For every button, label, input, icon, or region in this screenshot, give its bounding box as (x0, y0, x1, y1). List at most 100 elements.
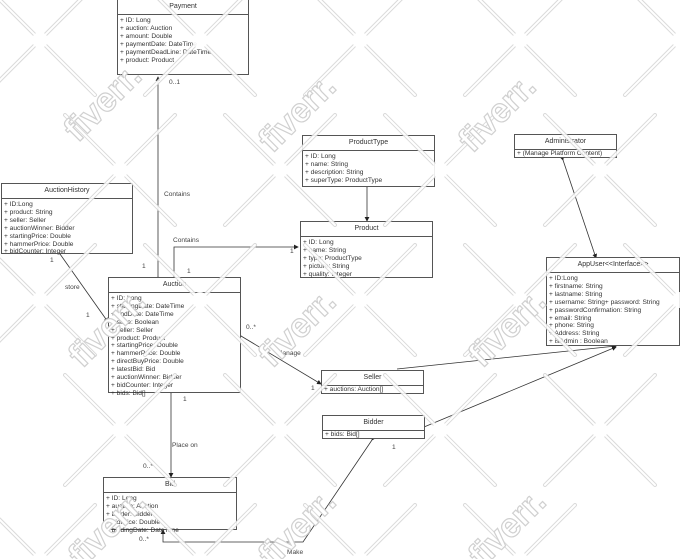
class-attributes: + auctions: Auction[] (322, 386, 423, 396)
multiplicity-label: 1 (187, 268, 191, 275)
attribute: + name: String (303, 246, 347, 254)
multiplicity-label: 1 (142, 263, 146, 270)
association-label: Contains (164, 191, 191, 198)
class-name: AppUser<<Interface>> (547, 258, 679, 273)
attribute: + bids: Bid[] (325, 431, 360, 438)
attribute: + ID: Long (303, 239, 334, 246)
attribute: + bids: Bid[] (111, 389, 146, 397)
attribute: + ID: Long (106, 495, 137, 502)
attribute: + type: ProductType (303, 254, 362, 262)
attribute: + auction: Auction (120, 24, 173, 32)
attribute: + isAdmin : Boolean (549, 338, 608, 346)
attribute: + ID: Long (111, 295, 142, 302)
class-attributes: + ID: Long + auction: Auction + amount: … (118, 15, 248, 66)
attribute: + auctionWinner: Bidder (4, 224, 75, 232)
class-name: Seller (322, 371, 423, 386)
association-label: Make (287, 549, 304, 556)
multiplicity-label: 0..* (143, 463, 153, 470)
attribute: + amount: Double (120, 32, 173, 40)
multiplicity-label: 0..1 (169, 79, 180, 86)
attribute: + (Manage Platform Content) (517, 150, 603, 157)
attribute: + quality: Integer (303, 270, 352, 278)
association-label: store (65, 284, 80, 291)
class-app-user[interactable]: AppUser<<Interface>> + ID:Long + firstna… (546, 257, 680, 346)
attribute: + latestBid: Bid (111, 366, 156, 374)
class-name: ProductType (303, 136, 434, 151)
class-administrator[interactable]: Administrator + (Manage Platform Content… (514, 134, 617, 158)
attribute: + paymentDate: DateTime (120, 40, 197, 48)
class-attributes: + ID: Long + auction: Auction + bidder: … (104, 493, 236, 537)
association-label: Contains (173, 237, 200, 244)
class-name: Auction (109, 278, 240, 293)
attribute: + product: Product (120, 56, 175, 64)
class-name: Bidder (323, 416, 424, 431)
attribute: + bidder: Bidder (106, 510, 153, 518)
attribute: + firstname: String (549, 282, 603, 290)
multiplicity-label: 1 (290, 248, 294, 255)
attribute: + seller: Seller (4, 216, 46, 224)
attribute: + lastname: String (549, 290, 603, 298)
multiplicity-label: 0..* (139, 536, 149, 543)
class-product-type[interactable]: ProductType + ID: Long + name: String + … (302, 135, 435, 187)
class-name: Payment (118, 0, 248, 15)
class-attributes: + (Manage Platform Content) (515, 150, 616, 160)
attribute: + description: String (305, 168, 364, 176)
attribute: + endDate: DateTime (111, 310, 174, 318)
multiplicity-label: 0..* (246, 324, 256, 331)
attribute: + product: String (4, 208, 53, 216)
class-name: Administrator (515, 135, 616, 150)
attribute: + email: String (549, 314, 592, 322)
attribute: + phone: String (549, 322, 594, 330)
multiplicity-label: 1 (392, 444, 396, 451)
association-label: Manage (277, 350, 301, 357)
attribute: + product: Product (111, 334, 166, 342)
attribute: + superType: ProductType (305, 176, 383, 184)
attribute: + startingDate: DateTime (111, 302, 185, 310)
attribute: + auction: Auction (106, 502, 159, 510)
attribute: + username: String+ password: String (549, 298, 660, 306)
multiplicity-label: 1 (50, 257, 54, 264)
multiplicity-label: 1 (183, 396, 187, 403)
class-product[interactable]: Product + ID: Long + name: String + type… (300, 221, 433, 278)
multiplicity-label: 1 (86, 312, 90, 319)
attribute: + paymentDeadLine: DateTime (120, 48, 212, 56)
class-attributes: + ID: Long + startingDate: DateTime + en… (109, 293, 240, 400)
attribute: + state: Boolean (111, 318, 159, 326)
attribute: + seller: Seller (111, 326, 153, 334)
attribute: + picture: String (303, 262, 350, 270)
multiplicity-label: 1 (311, 385, 315, 392)
attribute: + bidCounter: Integer (4, 248, 67, 256)
attribute: + auctions: Auction[] (324, 386, 384, 393)
attribute: + ID: Long (305, 153, 336, 160)
attribute: + auctionWinner: Bidder (111, 374, 182, 382)
class-auction[interactable]: Auction + ID: Long + startingDate: DateT… (108, 277, 241, 397)
attribute: + directBuyPrice: Double (111, 358, 184, 366)
class-seller[interactable]: Seller + auctions: Auction[] (321, 370, 424, 394)
attribute: + ID:Long (4, 201, 33, 208)
attribute: + name: String (305, 160, 349, 168)
class-attributes: + ID: Long + name: String + type: Produc… (301, 237, 432, 281)
attribute: + passwordConfirmation: String (549, 306, 642, 314)
class-bid[interactable]: Bid + ID: Long + auction: Auction + bidd… (103, 477, 237, 534)
attribute: + startingPrice: Double (4, 232, 71, 240)
class-attributes: + ID:Long + product: String + seller: Se… (2, 199, 132, 258)
class-name: Bid (104, 478, 236, 493)
class-attributes: + ID:Long + firstname: String + lastname… (547, 273, 679, 348)
class-attributes: + ID: Long + name: String + description:… (303, 151, 434, 187)
attribute: + hammerPrice: Double (111, 350, 181, 358)
attribute: + bidPrice: Double (106, 518, 161, 526)
class-name: Product (301, 222, 432, 237)
class-payment[interactable]: Payment + ID: Long + auction: Auction + … (117, 0, 249, 75)
class-auction-history[interactable]: AuctionHistory + ID:Long + product: Stri… (1, 183, 133, 255)
attribute: + Address: String (549, 330, 600, 338)
class-bidder[interactable]: Bidder + bids: Bid[] (322, 415, 425, 439)
attribute: + ID: Long (120, 17, 151, 24)
attribute: + startingPrice: Double (111, 342, 178, 350)
association-label: Place on (172, 442, 198, 449)
attribute: + ID:Long (549, 275, 578, 282)
attribute: + bidCounter: Integer (111, 381, 174, 389)
class-name: AuctionHistory (2, 184, 132, 199)
class-attributes: + bids: Bid[] (323, 431, 424, 441)
attribute: + biddingDate: DateTime (106, 526, 179, 534)
attribute: + hammerPrice: Double (4, 240, 74, 248)
